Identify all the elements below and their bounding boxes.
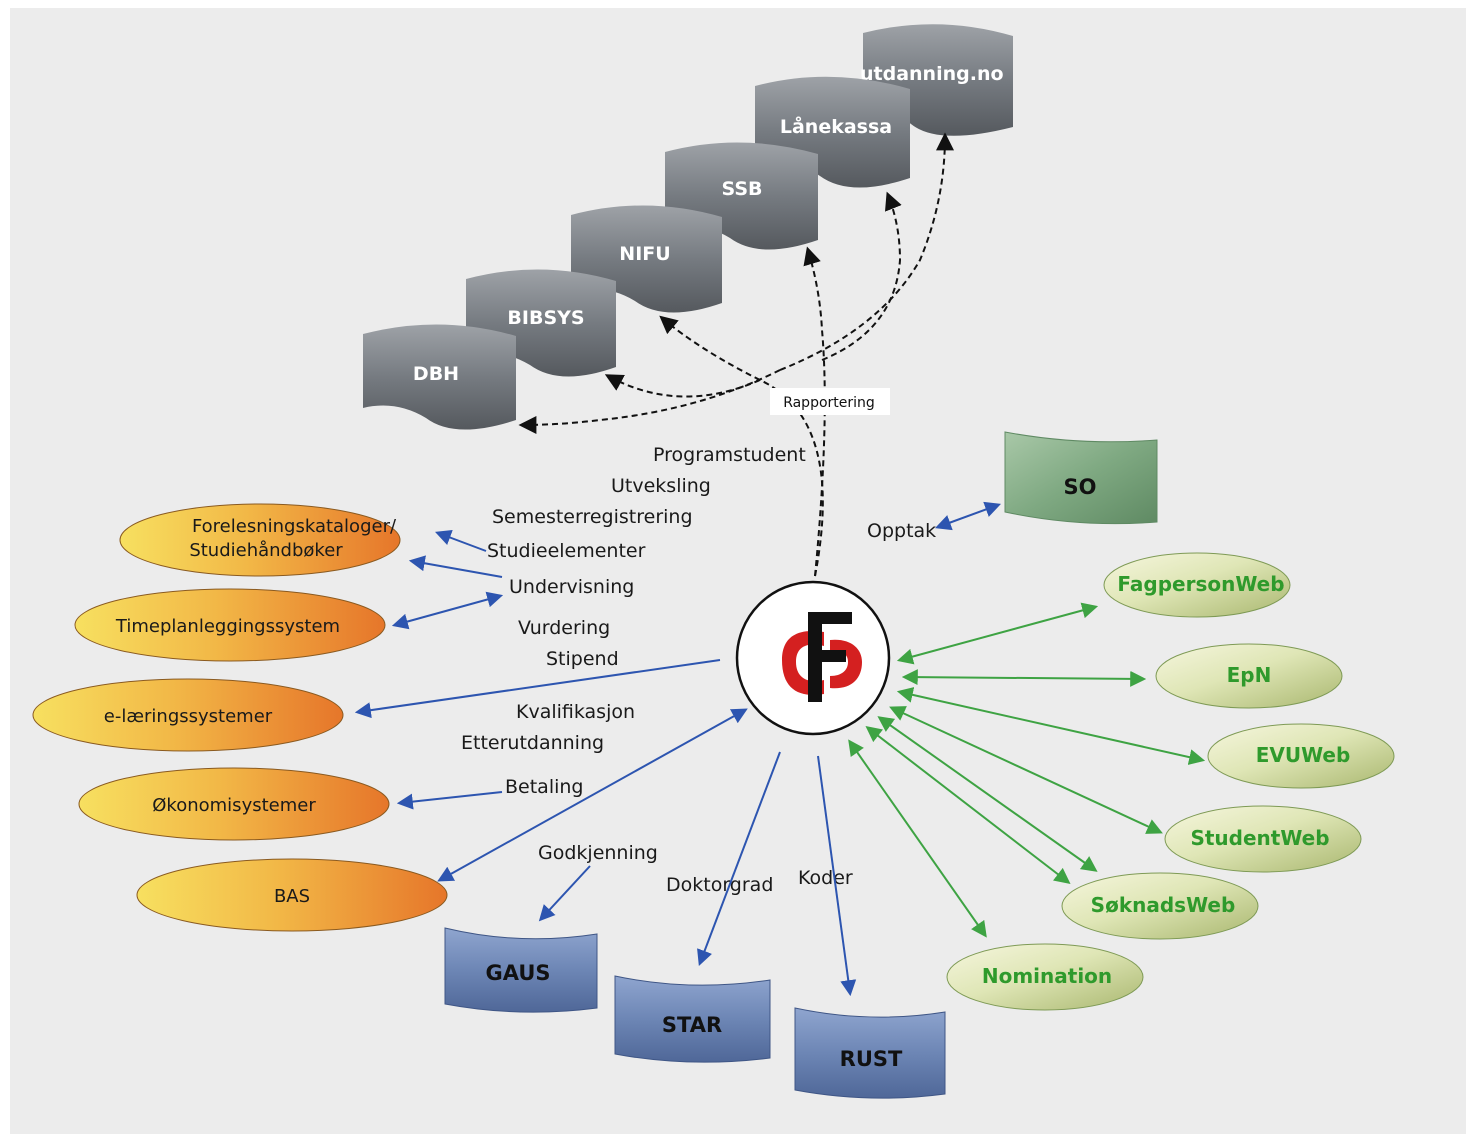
studiehandboker-label: Studiehåndbøker (189, 540, 343, 561)
web-epn: EpN (1155, 643, 1343, 709)
web-fagpersonweb: FagpersonWeb (1103, 552, 1291, 618)
flag-utdanning-no-label: utdanning.no (860, 63, 1004, 85)
rapportering-box (770, 388, 890, 415)
okonomisystemer-label: Økonomisystemer (152, 795, 316, 816)
flag-gaus: GAUS (444, 927, 598, 1013)
flag-dbh-label: DBH (413, 363, 459, 385)
blue-arrows (354, 530, 857, 997)
nomination-label: Nomination (982, 964, 1112, 988)
orange-bas: BAS (136, 858, 448, 932)
green-arrows (848, 602, 1206, 938)
topic-undervisning: Undervisning (509, 576, 634, 598)
orange-forelesningskataloger: Forelesningskataloger/ Studiehåndbøker (119, 503, 401, 577)
e-laeringssystemer-label: e-læringssystemer (104, 706, 273, 727)
flag-dbh: DBH (363, 324, 516, 430)
flag-star-label: STAR (662, 1013, 722, 1037)
timeplanlegging-label: Timeplanleggingssystem (115, 616, 340, 637)
topic-studieelementer: Studieelementer (487, 540, 646, 562)
orange-timeplanlegging: Timeplanleggingssystem (74, 588, 386, 662)
soknadsweb-label: SøknadsWeb (1091, 893, 1236, 917)
flag-rust-label: RUST (840, 1047, 903, 1071)
flag-star: STAR (614, 975, 771, 1063)
flag-ssb-label: SSB (722, 178, 763, 200)
topic-kvalifikasjon: Kvalifikasjon (516, 701, 635, 723)
topic-vurdering: Vurdering (518, 617, 610, 639)
topic-doktorgrad: Doktorgrad (666, 874, 773, 896)
orange-e-laeringssystemer: e-læringssystemer (32, 678, 344, 752)
rapportering-label: Rapportering (783, 395, 875, 411)
topic-programstudent: Programstudent (653, 444, 806, 466)
flag-so: SO (1004, 431, 1158, 525)
flag-lanekassa-label: Lånekassa (780, 114, 892, 138)
fagpersonweb-label: FagpersonWeb (1117, 572, 1284, 596)
topic-semesterregistrering: Semesterregistrering (492, 506, 693, 528)
web-studentweb: StudentWeb (1164, 805, 1362, 873)
topic-stipend: Stipend (546, 648, 619, 670)
orange-okonomisystemer: Økonomisystemer (78, 767, 390, 841)
flag-nifu-label: NIFU (619, 243, 670, 265)
web-nomination: Nomination (946, 943, 1144, 1011)
studentweb-label: StudentWeb (1190, 826, 1329, 850)
evuweb-label: EVUWeb (1256, 743, 1351, 767)
topic-utveksling: Utveksling (611, 475, 711, 497)
web-soknadsweb: SøknadsWeb (1061, 872, 1259, 940)
web-evuweb: EVUWeb (1207, 723, 1395, 789)
flag-so-label: SO (1064, 475, 1097, 499)
opptak-label: Opptak (867, 520, 936, 542)
fs-logo (735, 580, 891, 736)
epn-label: EpN (1227, 663, 1272, 687)
topic-betaling: Betaling (505, 776, 583, 798)
forelesningskataloger-label: Forelesningskataloger/ (192, 516, 397, 537)
flag-rust: RUST (794, 1007, 946, 1099)
topic-godkjenning: Godkjenning (538, 842, 658, 864)
topic-koder: Koder (798, 867, 853, 889)
topic-etterutdanning: Etterutdanning (461, 732, 604, 754)
flag-gaus-label: GAUS (485, 961, 550, 985)
opptak-arrow (934, 501, 1002, 531)
bas-label: BAS (274, 886, 310, 907)
flag-bibsys-label: BIBSYS (507, 307, 584, 329)
